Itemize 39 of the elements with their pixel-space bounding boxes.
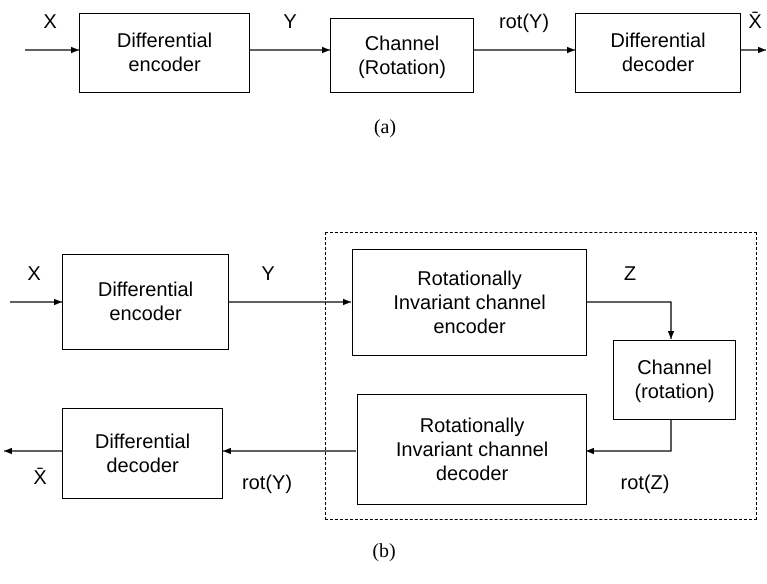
edge-label: X̄: [33, 468, 47, 488]
arrow: [4, 448, 62, 454]
edge-label: rot(Y): [242, 473, 292, 493]
arrow: [741, 46, 766, 54]
edge-label: X̄: [748, 12, 762, 32]
arrow: [586, 301, 674, 339]
edge-label: Y: [261, 264, 275, 284]
edge-label: rot(Z): [620, 473, 670, 493]
arrow: [25, 46, 79, 54]
process-box: [613, 340, 736, 420]
arrow: [474, 46, 575, 54]
figure-caption: (b): [372, 540, 396, 563]
box-label: Differential encoder: [116, 29, 214, 77]
edge-label: Z: [624, 264, 636, 284]
arrow: [586, 419, 672, 454]
box-label: Rotationally Invariant channel decoder: [394, 414, 550, 486]
figure-caption: (a): [374, 116, 396, 139]
process-box: [79, 13, 250, 93]
box-label: Rotationally Invariant channel encoder: [392, 266, 547, 338]
edge-label: X: [43, 12, 57, 32]
process-box: [62, 254, 229, 350]
process-box: [330, 18, 474, 93]
box-label: Differential decoder: [609, 29, 707, 77]
edge-label: X: [27, 264, 41, 284]
arrow: [10, 298, 62, 306]
process-box: [62, 408, 223, 499]
arrow: [223, 448, 356, 454]
edge-label: Y: [283, 12, 297, 32]
process-box: [575, 13, 741, 93]
edge-label: rot(Y): [499, 12, 549, 32]
arrow: [229, 298, 351, 306]
dashed-group-frame: [325, 232, 757, 520]
box-label: Differential encoder: [96, 278, 194, 326]
process-box: [352, 249, 587, 356]
box-label: Differential decoder: [94, 430, 192, 478]
box-label: Channel (rotation): [633, 356, 716, 404]
box-label: Channel (Rotation): [357, 32, 447, 80]
process-box: [357, 394, 587, 505]
arrow: [250, 46, 330, 54]
